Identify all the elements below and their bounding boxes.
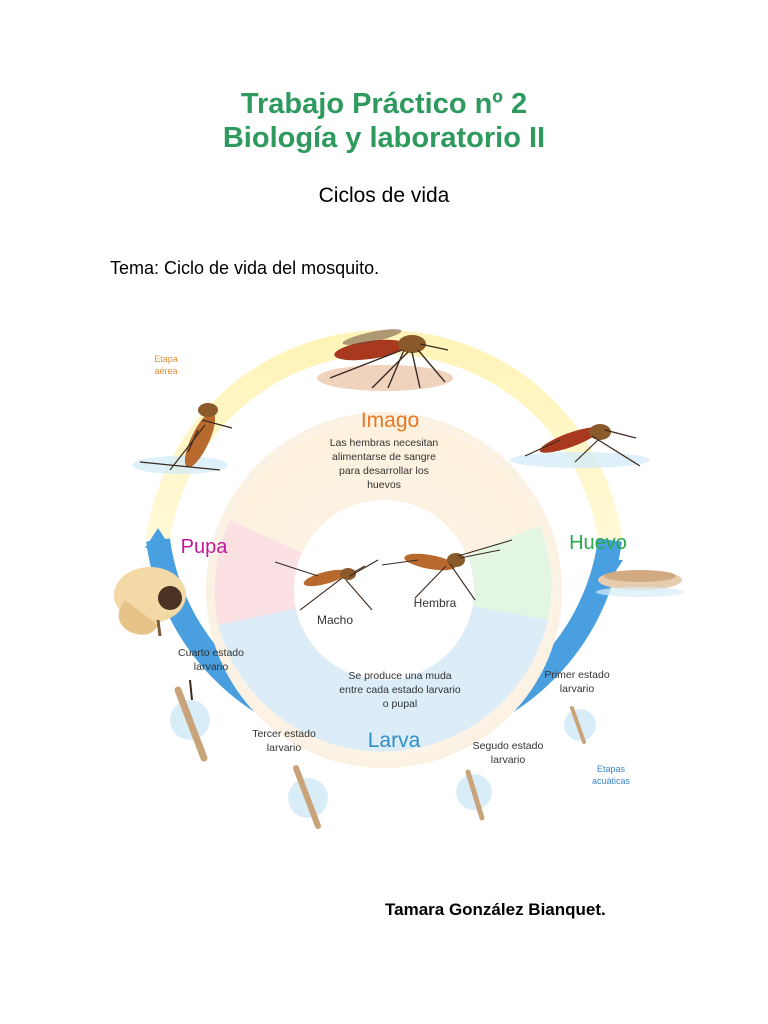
- larva-fourth-instar-illustration: [170, 679, 210, 762]
- larva-note: Se produce una muda entre cada estado la…: [339, 670, 461, 710]
- instar-fourth-label: Cuarto estado: [178, 647, 244, 659]
- aerial-stage-label: aérea: [154, 366, 177, 376]
- female-mosquito-illustration: [381, 539, 513, 601]
- imago-note-line: Las hembras necesitan: [330, 437, 439, 449]
- ring-arrow-right: [597, 560, 623, 580]
- female-label: Hembra: [414, 596, 457, 610]
- larva-note-line: Se produce una muda: [348, 670, 451, 682]
- imago-note: Las hembras necesitan alimentarse de san…: [330, 437, 439, 491]
- aquatic-stages-label: Etapas: [597, 764, 626, 774]
- male-mosquito-illustration: [274, 559, 379, 611]
- instar-fourth-label: larvario: [194, 661, 229, 673]
- instar-third-label: Tercer estado: [252, 728, 316, 740]
- aerial-stage-label: Etapa: [154, 354, 178, 364]
- emerging-mosquito-illustration: [132, 403, 233, 474]
- larva-first-instar-illustration: [564, 706, 596, 744]
- document-topic: Tema: Ciclo de vida del mosquito.: [110, 258, 380, 278]
- ring-arrow-left: [145, 528, 171, 548]
- stage-label-huevo: Huevo: [569, 532, 627, 554]
- center-disk: [294, 500, 474, 680]
- aquatic-stages-label: acuáticas: [592, 776, 631, 786]
- egg-laying-mosquito-illustration: [510, 424, 650, 468]
- imago-note-line: huevos: [367, 479, 401, 491]
- larva-note-line: entre cada estado larvario: [339, 684, 461, 696]
- instar-first-label: Primer estado: [544, 669, 610, 681]
- stage-label-imago: Imago: [361, 409, 419, 432]
- imago-note-line: alimentarse de sangre: [332, 451, 436, 463]
- author-name: Tamara González Bianquet.: [385, 900, 606, 919]
- document-title-line-2: Biología y laboratorio II: [222, 122, 546, 154]
- larva-note-line: o pupal: [383, 698, 417, 710]
- document-subtitle: Ciclos de vida: [318, 184, 450, 207]
- male-label: Macho: [317, 613, 353, 627]
- instar-second-label: larvario: [491, 754, 526, 766]
- stage-label-pupa: Pupa: [181, 536, 229, 558]
- imago-note-line: para desarrollar los: [339, 465, 429, 477]
- instar-third-label: larvario: [267, 742, 302, 754]
- larva-second-instar-illustration: [456, 769, 492, 821]
- pupa-illustration: [114, 567, 186, 637]
- document-title-line-1: Trabajo Práctico nº 2: [240, 88, 528, 120]
- instar-second-label: Segudo estado: [473, 740, 544, 752]
- instar-first-label: larvario: [560, 683, 595, 695]
- egg-raft-illustration: [596, 570, 684, 597]
- stage-label-larva: Larva: [368, 729, 421, 752]
- adult-mosquito-top-illustration: [317, 329, 453, 391]
- larva-third-instar-illustration: [288, 765, 328, 829]
